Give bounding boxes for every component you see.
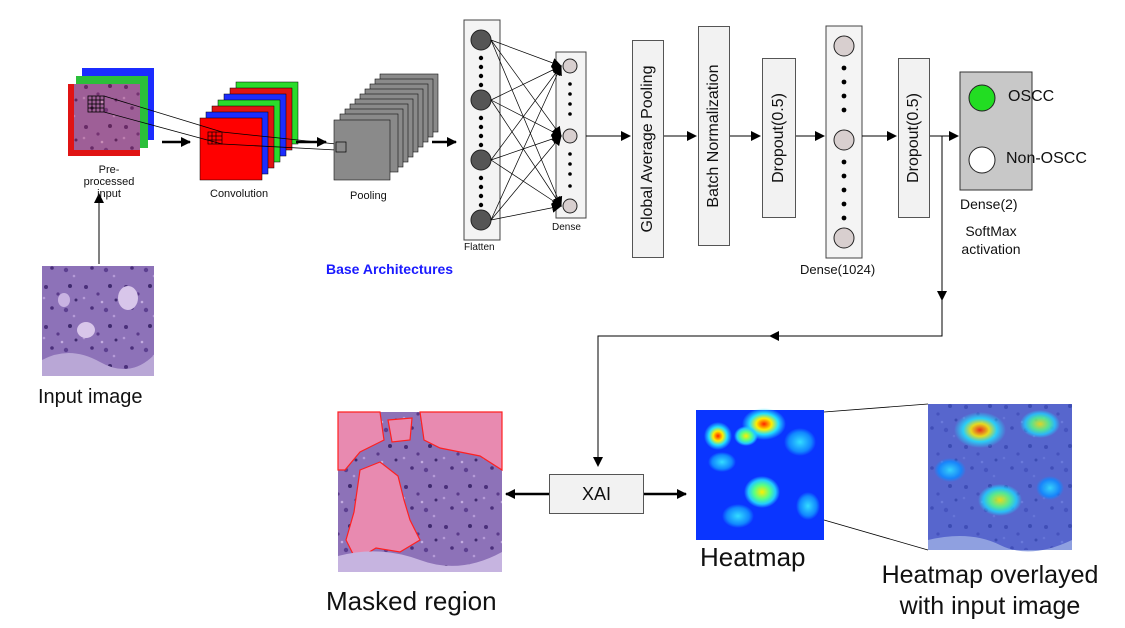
non-oscc-node xyxy=(968,146,996,174)
dropout-layer-2: Dropout(0.5) xyxy=(898,58,930,218)
overlay-line2: with input image xyxy=(899,592,1081,620)
preprocessed-input-stack xyxy=(68,68,154,156)
dense-label: Dense xyxy=(552,222,581,233)
pooling-label: Pooling xyxy=(350,190,387,202)
masked-region-label: Masked region xyxy=(326,586,497,616)
batch-normalization-label: Batch Normalization xyxy=(705,64,722,208)
oscc-label: OSCC xyxy=(1008,88,1055,105)
flatten-layer xyxy=(463,19,501,241)
softmax-line2: activation xyxy=(961,241,1021,257)
heatmap-overlay-label: Heatmap overlayed with input image xyxy=(860,560,1120,622)
flatten-node xyxy=(470,29,492,51)
input-image-label: Input image xyxy=(38,386,143,408)
base-architectures-label: Base Architectures xyxy=(326,261,454,277)
xai-box: XAI xyxy=(549,474,644,514)
dense-1024-node xyxy=(833,35,855,57)
dense-node xyxy=(562,58,578,74)
preprocessed-label-line1: Pre-processed xyxy=(83,164,135,188)
dropout-label-1: Dropout(0.5) xyxy=(770,93,787,183)
xai-label: XAI xyxy=(581,483,611,504)
dense-2-label: Dense(2) xyxy=(960,196,1018,212)
flatten-label: Flatten xyxy=(464,242,495,253)
convolution-stack xyxy=(199,81,299,181)
dropout-label-2: Dropout(0.5) xyxy=(905,93,922,183)
global-average-pooling-label: Global Average Pooling xyxy=(639,65,656,233)
global-average-pooling-layer: Global Average Pooling xyxy=(632,40,664,258)
dense-node xyxy=(562,128,578,144)
convolution-label: Convolution xyxy=(210,188,269,200)
dense-1024-node xyxy=(833,227,855,249)
input-grid-icon xyxy=(87,95,105,113)
masked-region-image xyxy=(337,411,503,572)
preprocessed-input-label: Pre-processed input xyxy=(74,164,144,200)
flatten-node xyxy=(470,209,492,231)
heatmap-label: Heatmap xyxy=(700,542,806,572)
dropout-layer-1: Dropout(0.5) xyxy=(762,58,796,218)
dense-1024-label: Dense(1024) xyxy=(800,262,876,277)
dense-node xyxy=(562,198,578,214)
batch-normalization-layer: Batch Normalization xyxy=(698,26,730,246)
non-oscc-label: Non-OSCC xyxy=(1006,150,1087,167)
preprocessed-label-line2: input xyxy=(97,188,121,200)
softmax-line1: SoftMax xyxy=(965,223,1017,239)
heatmap-image xyxy=(696,408,824,540)
softmax-activation-label: SoftMax activation xyxy=(946,222,1036,258)
dense-1024-node xyxy=(833,129,855,151)
overlay-line1: Heatmap overlayed xyxy=(881,561,1099,589)
heatmap-overlay-image xyxy=(928,404,1072,552)
oscc-node xyxy=(968,84,996,112)
flatten-node xyxy=(470,149,492,171)
flatten-node xyxy=(470,89,492,111)
pooling-stack xyxy=(333,73,439,181)
input-image xyxy=(42,266,154,376)
